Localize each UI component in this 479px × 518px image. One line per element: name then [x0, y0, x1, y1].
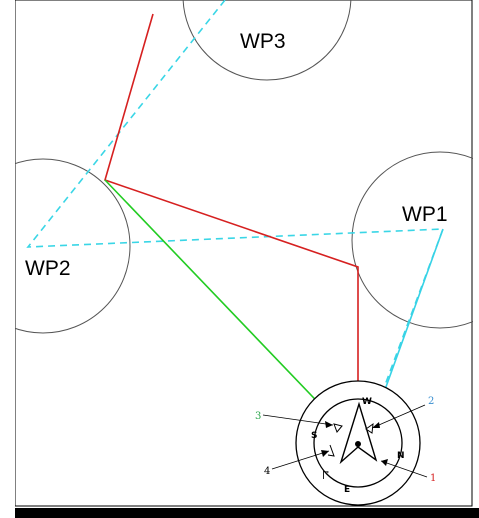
callout-3-leader — [262, 414, 334, 426]
cyan-track — [377, 228, 444, 410]
callout-2-arrowhead — [372, 422, 380, 428]
compass-north-letter: N — [397, 451, 405, 461]
callout-3-arrowhead — [325, 421, 333, 428]
track-marker-triangle — [333, 423, 343, 433]
red-route — [104, 13, 359, 412]
compass-east-letter: E — [344, 485, 350, 495]
callout-1-leader — [380, 460, 428, 478]
callout-2-number: 2 — [428, 396, 434, 407]
right-mask — [473, 0, 479, 518]
bottom-bar — [15, 508, 479, 518]
callout-4-number: 4 — [264, 466, 270, 477]
wp1-circle — [351, 151, 479, 329]
wp1-label: WP1 — [402, 203, 448, 226]
callout-2: 2 — [371, 396, 434, 429]
callout-3-number: 3 — [255, 411, 261, 422]
callout-1: 1 — [380, 459, 436, 484]
callout-1-arrowhead — [381, 459, 388, 466]
bearing-marker — [365, 422, 374, 434]
compass-west-letter: W — [362, 397, 372, 407]
dashed-planned-route — [26, 0, 445, 413]
callout-2-leader — [371, 404, 426, 429]
compass-inner-ring — [313, 398, 403, 488]
compass-south-letter: S — [311, 431, 317, 441]
callout-3: 3 — [255, 411, 334, 428]
left-mask — [0, 0, 15, 518]
callout-4-arrowhead — [321, 450, 329, 457]
wp3-label: WP3 — [240, 30, 286, 53]
callout-4-leader — [271, 450, 330, 470]
wp2-label: WP2 — [25, 257, 71, 280]
compass-center-mark: |" — [322, 470, 329, 479]
compass-rose: W S N E |" — [295, 380, 421, 506]
wp2-circle — [0, 158, 131, 334]
callout-4: 4 — [264, 450, 330, 477]
callout-1-number: 1 — [430, 473, 436, 484]
tick-marker — [327, 444, 335, 457]
position-dot — [355, 441, 361, 447]
green-track — [104, 179, 334, 419]
wp3-circle — [182, 0, 352, 81]
